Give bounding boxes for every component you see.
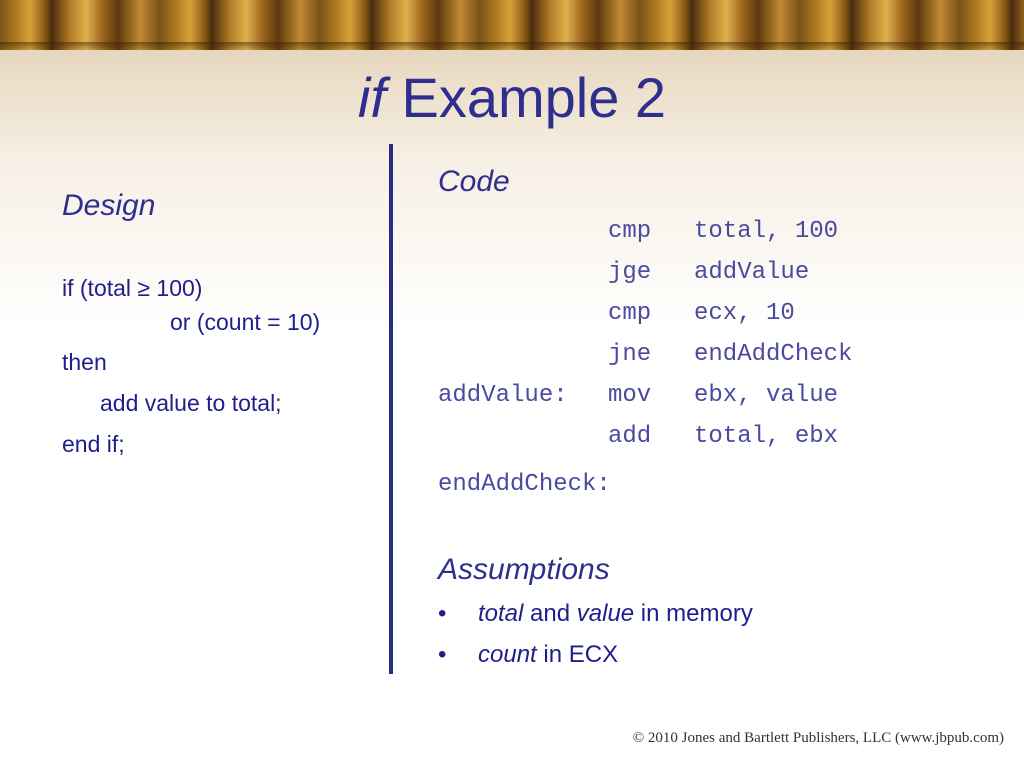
code-line: addValue: mov ebx, value [438,382,838,522]
code-line: jge addValue [438,259,809,399]
code-opcode: mov [608,382,652,409]
code-label: endAddCheck: [438,471,611,498]
code-operands: ecx, 10 [694,300,795,327]
code-operands: addValue [694,259,810,286]
code-opcode: cmp [608,300,652,327]
assumption-location: in ECX [536,641,619,668]
code-line: add total, ebx [438,423,838,563]
code-line: cmp total, 100 [438,218,838,358]
design-line-endif: end if; [62,431,125,457]
slide-title: if Example 2 [0,60,1024,136]
code-opcode: jne [608,341,652,368]
code-line: jne endAddCheck [438,341,852,481]
assumption-term: total [478,600,524,627]
code-opcode: cmp [608,218,652,245]
wood-banner [0,0,1024,50]
design-line-add: add value to total; [100,390,282,416]
design-line-if: if (total ≥ 100) [62,275,203,301]
title-keyword: if [357,66,386,129]
assumption-term: count [478,641,537,668]
assumption-text: total and value in memory [478,600,753,628]
assumption-text: count in ECX [478,641,618,669]
code-line: endAddCheck: [438,471,611,611]
bullet-marker: • [438,600,447,627]
code-label: addValue: [438,382,568,409]
design-line-or: or (count = 10) [170,309,321,335]
design-line-then: then [62,349,107,375]
code-opcode: jge [608,259,652,286]
title-rest: Example 2 [385,66,667,129]
code-operands: total, ebx [694,423,839,450]
assumptions-heading: Assumptions [438,553,610,586]
code-opcode: add [608,423,652,450]
code-line: cmp ecx, 10 [438,300,795,440]
copyright-notice: © 2010 Jones and Bartlett Publishers, LL… [632,730,1004,746]
bullet-marker: • [438,641,447,668]
code-operands: ebx, value [694,382,839,409]
assumption-location: in memory [634,600,753,627]
assumption-connector: and [523,600,577,627]
code-heading: Code [438,165,510,198]
code-operands: total, 100 [694,218,839,245]
column-divider [389,144,393,674]
design-heading: Design [62,189,156,222]
code-operands: endAddCheck [694,341,853,368]
assumption-term: value [576,600,635,627]
